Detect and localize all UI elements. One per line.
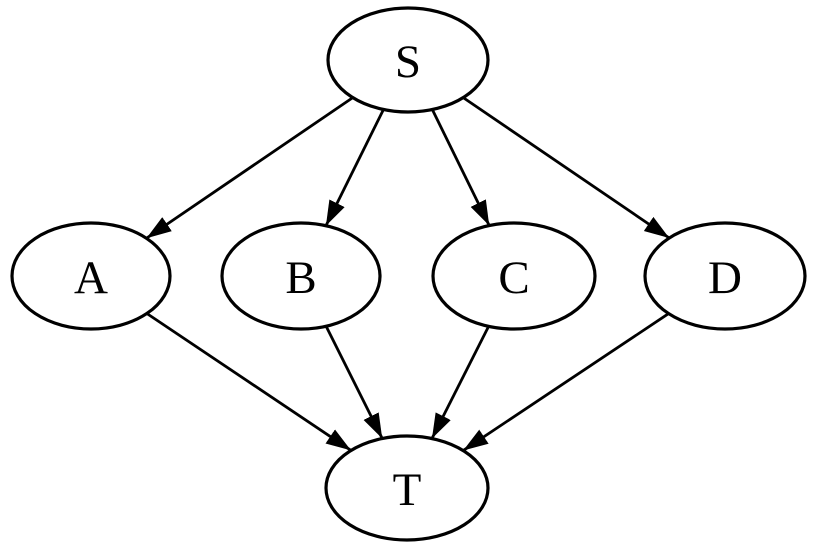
node-S-ellipse xyxy=(326,6,490,114)
edge-A-T xyxy=(146,312,352,452)
node-C: C xyxy=(431,221,597,331)
node-S-label: S xyxy=(395,36,421,88)
edge-C-T xyxy=(430,325,490,440)
edge-S-B xyxy=(324,108,385,227)
node-T-ellipse xyxy=(324,434,490,542)
node-T: T xyxy=(324,434,490,542)
edge-S-A xyxy=(145,96,354,240)
node-B: B xyxy=(220,221,382,331)
node-D-ellipse xyxy=(643,221,807,331)
edge-S-D xyxy=(462,96,671,240)
edge-D-T xyxy=(462,312,670,452)
node-T-label: T xyxy=(393,464,422,516)
node-B-label: B xyxy=(285,252,316,304)
node-C-label: C xyxy=(498,252,529,304)
node-A-label: A xyxy=(74,252,108,304)
node-S: S xyxy=(326,6,490,114)
node-A-ellipse xyxy=(10,221,172,331)
node-B-ellipse xyxy=(220,221,382,331)
node-D: D xyxy=(643,221,807,331)
node-C-ellipse xyxy=(431,221,597,331)
node-A: A xyxy=(10,221,172,331)
edge-B-T xyxy=(324,325,384,440)
node-D-label: D xyxy=(708,252,742,304)
edge-S-C xyxy=(431,108,491,227)
